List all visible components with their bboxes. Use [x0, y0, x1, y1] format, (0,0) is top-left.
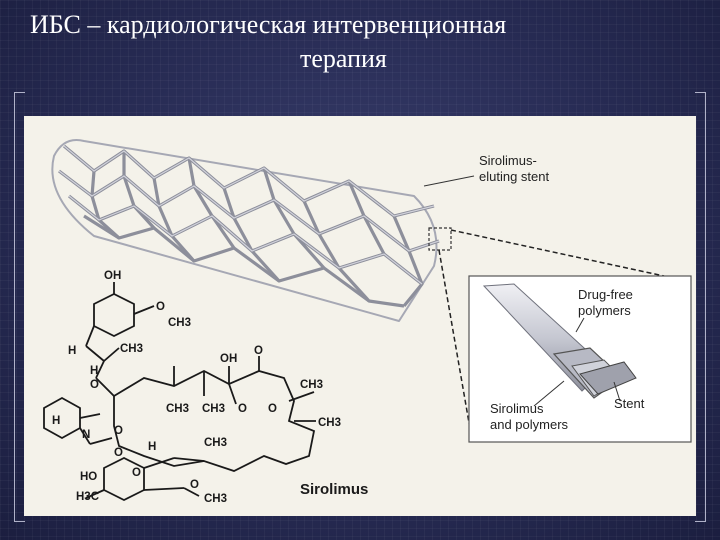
- chem-ch3-c: CH3: [202, 403, 225, 415]
- figure-svg: Sirolimus- eluting stent Drug-free polym…: [43, 139, 692, 505]
- right-bracket: [695, 92, 706, 522]
- chem-o-b: O: [238, 403, 247, 415]
- sirolimus-polymers-line2: and polymers: [490, 417, 569, 432]
- chem-ch3-bottom: CH3: [204, 493, 227, 505]
- chem-ch3-d: CH3: [318, 417, 341, 429]
- chem-o-f: O: [132, 467, 141, 479]
- stent-label-line1: Sirolimus-: [479, 153, 537, 168]
- title-line-1: ИБС – кардиологическая интервенционная: [30, 10, 507, 39]
- chem-ch3-top: CH3: [168, 317, 191, 329]
- chem-ch3-right: CH3: [300, 379, 323, 391]
- chem-ch3-b: CH3: [166, 403, 189, 415]
- stent-mesh: [51, 139, 440, 322]
- stent-pointer: [423, 175, 475, 187]
- sirolimus-polymers-line1: Sirolimus: [490, 401, 544, 416]
- chem-oh-mid: OH: [220, 353, 237, 365]
- drug-free-line2: polymers: [578, 303, 631, 318]
- callout-box: [428, 227, 452, 251]
- chem-o-d: O: [114, 425, 123, 437]
- zoom-panel: [468, 275, 692, 443]
- drug-free-line1: Drug-free: [578, 287, 633, 302]
- chem-ho: HO: [80, 471, 97, 483]
- chem-o-top: O: [156, 301, 165, 313]
- stent-figure: Sirolimus- eluting stent Drug-free polym…: [24, 116, 696, 516]
- chem-h-ring: H: [52, 415, 60, 427]
- chem-o-e: O: [114, 447, 123, 459]
- sirolimus-structure: [43, 282, 316, 502]
- callout-line-top: [450, 229, 665, 277]
- chem-o-bottom: O: [190, 479, 199, 491]
- chem-ch3-e: CH3: [204, 437, 227, 449]
- chem-h-a: H: [90, 365, 98, 377]
- title-line-2: терапия: [300, 44, 387, 73]
- chem-o-mid: O: [254, 345, 263, 357]
- molecule-name: Sirolimus: [300, 481, 368, 498]
- chem-ch3-a: CH3: [120, 343, 143, 355]
- chem-h-b: H: [148, 441, 156, 453]
- chem-o-a: O: [90, 379, 99, 391]
- slide-title: ИБС – кардиологическая интервенционная т…: [30, 8, 690, 76]
- left-bracket: [14, 92, 25, 522]
- callout-line-bottom: [438, 249, 473, 441]
- chem-h3c: H3C: [76, 491, 99, 503]
- chem-oh-top: OH: [104, 270, 121, 282]
- chem-o-c: O: [268, 403, 277, 415]
- chem-n: N: [82, 429, 90, 441]
- stent-label-line2: eluting stent: [479, 169, 549, 184]
- stent-inner-label: Stent: [614, 396, 645, 411]
- chem-h-left: H: [68, 345, 76, 357]
